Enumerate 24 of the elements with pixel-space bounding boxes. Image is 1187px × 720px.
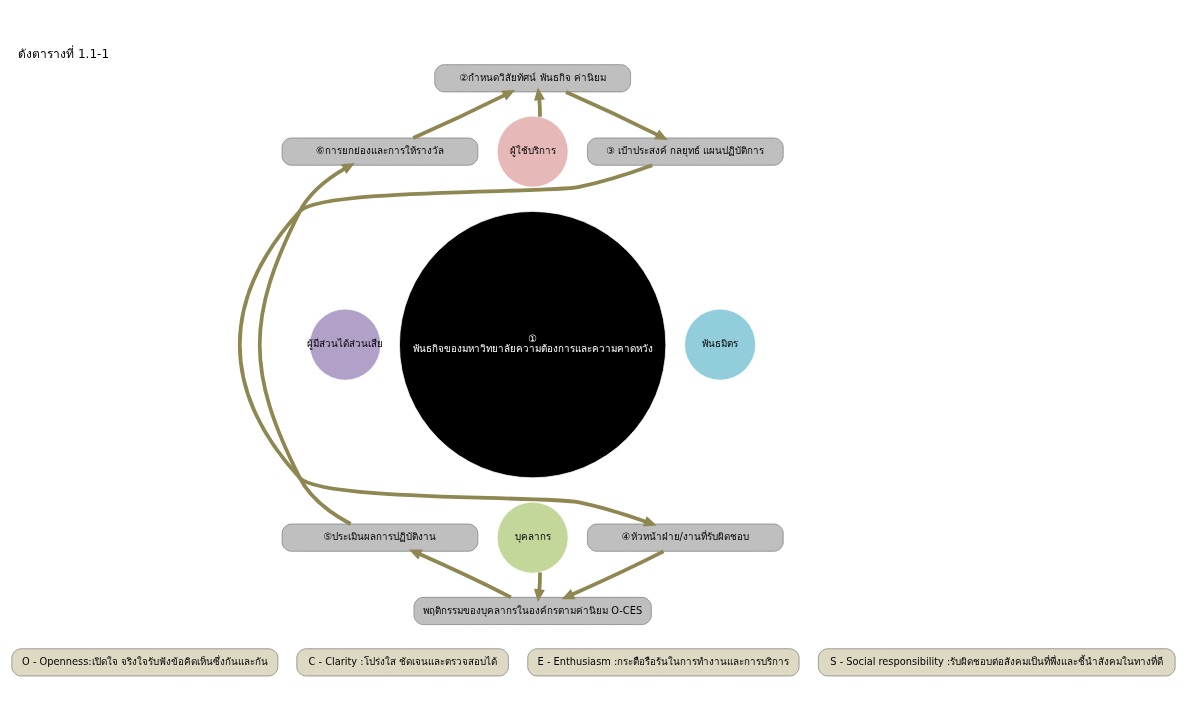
node-box: ②กำหนดวิสัยทัศน์ พันธกิจ ค่านิยม: [434, 63, 631, 92]
node-box: ⑥การยกย่องและการให้รางวัล: [281, 137, 479, 166]
node-circle: ผู้มีส่วนได้ส่วนเสีย: [309, 308, 382, 381]
arrow: [561, 549, 665, 599]
arrow: [533, 571, 545, 602]
node-box: พฤติกรรมของบุคลากรในองค์กรตามค่านิยม O-CES: [413, 596, 652, 625]
node-circle: ① พันธกิจของมหาวิทยาลัยความต้องการและความคาดหวัง: [399, 210, 667, 478]
arrow: [238, 162, 657, 527]
node-box: ⑤ประเมินผลการปฏิบัติงาน: [281, 523, 479, 552]
node-box: ④หัวหน้าฝ่าย/งานที่รับผิดชอบ: [587, 523, 784, 552]
arrow: [565, 89, 668, 140]
node-circle: บุคลากร: [496, 501, 569, 574]
arrow: [534, 87, 545, 117]
node-circle: ผู้ใช้บริการ: [496, 115, 569, 187]
node-box: C - Clarity :โปร่งใส ชัดเจนและตรวจสอบได้: [296, 647, 509, 676]
diagram-title: ดังตารางที่ 1.1-1: [18, 46, 110, 61]
node-box: E - Enthusiasm :กระตือรือร้นในการทำงานและการบริการ: [527, 647, 800, 676]
node-circle: พันธมิตร: [684, 308, 756, 381]
arrow: [412, 89, 516, 140]
arrow: [257, 162, 355, 526]
arrow: [408, 548, 512, 599]
node-box: O - Openness:เปิดใจ จริงใจรับฟังข้อคิดเห็นซึ่งกันและกัน: [11, 647, 279, 676]
node-box: ③ เป้าประสงค์ กลยุทธ์ แผนปฏิบัติการ: [587, 137, 784, 166]
node-box: S - Social responsibility :รับผิดชอบต่อสังคมเป็นที่พึ่งและชี้นำสังคมในทางที่ดี: [818, 647, 1176, 676]
